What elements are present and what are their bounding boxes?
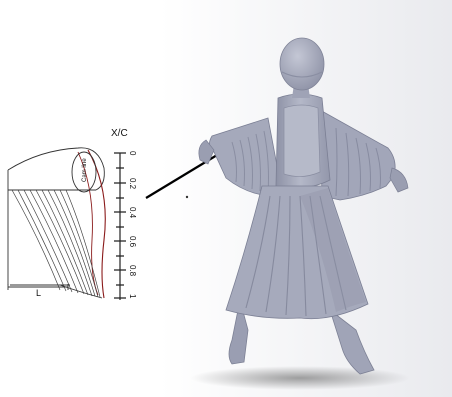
- tick-label: 0.4: [128, 207, 137, 219]
- right-leg: [329, 308, 375, 375]
- span-dimension-line: [7, 284, 69, 290]
- helmet-line: [281, 71, 323, 78]
- wing-profile-diagram: [7, 147, 106, 299]
- tick-label: 1: [128, 294, 137, 299]
- scale-title: X/C: [111, 128, 128, 139]
- cam-line-ellipse: [71, 151, 97, 193]
- scale-ticks: [114, 152, 126, 299]
- stray-dot: [185, 195, 189, 199]
- right-hand: [389, 167, 409, 193]
- tick-label: 0: [128, 151, 137, 156]
- backpack: [283, 104, 321, 177]
- scale-tick-labels: 0 0.2 0.4 0.6 0.8 1: [128, 151, 137, 299]
- leg-wing: [225, 185, 369, 320]
- left-hand: [198, 139, 215, 165]
- right-wing: [319, 109, 396, 201]
- ground-shadow: [190, 366, 410, 390]
- tick-label: 0.2: [128, 178, 137, 190]
- left-wing-ribs: [231, 130, 269, 194]
- root-frame: [7, 190, 103, 299]
- front-inner-curve: [77, 151, 99, 296]
- xc-scale: [114, 152, 126, 300]
- leg-wing-ribs: [245, 195, 347, 317]
- leg-wing-shading: [300, 188, 366, 312]
- cam-line-label: Cam line: [82, 158, 88, 182]
- span-label: L: [36, 288, 41, 298]
- tick-label: 0.8: [128, 265, 137, 277]
- left-leg: [228, 299, 249, 365]
- profile-upper-curve: [7, 147, 105, 191]
- right-wing-ribs: [335, 127, 381, 197]
- head: [279, 37, 325, 91]
- rib-lines: [11, 189, 101, 298]
- tick-label: 0.6: [128, 236, 137, 248]
- wingsuit-figure: [190, 37, 410, 390]
- leading-edge-red-curve: [87, 149, 106, 299]
